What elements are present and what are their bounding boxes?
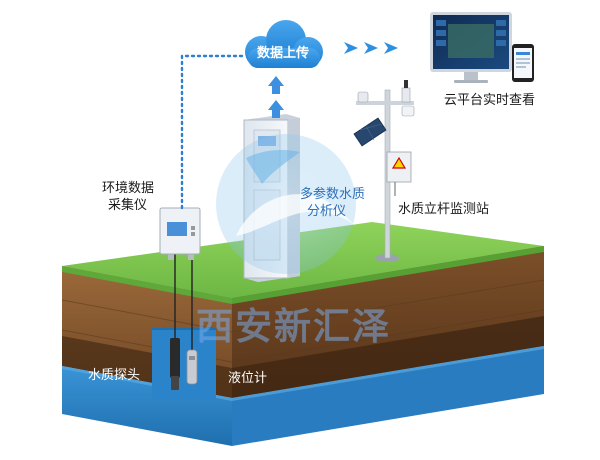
brand-watermark-text: 西安新汇泽 bbox=[196, 305, 391, 348]
grass-rim-front bbox=[62, 266, 232, 304]
to-platform-arrows bbox=[344, 42, 398, 54]
level-gauge-icon bbox=[186, 252, 198, 385]
water-probe-icon bbox=[170, 252, 180, 390]
water-side bbox=[232, 346, 544, 446]
label-level-gauge: 液位计 bbox=[228, 371, 268, 386]
label-multi-param-1: 多参数水质 bbox=[300, 187, 366, 202]
label-env-collector-1: 环境数据 bbox=[102, 181, 155, 196]
warning-triangle-icon bbox=[391, 156, 407, 169]
label-data-upload: 数据上传 bbox=[256, 46, 309, 61]
brand-logo-watermark bbox=[216, 134, 356, 274]
grass-rim-side bbox=[232, 246, 544, 304]
label-env-collector-2: 采集仪 bbox=[108, 198, 148, 213]
label-water-probe: 水质探头 bbox=[88, 368, 141, 383]
smartphone-icon bbox=[512, 44, 534, 82]
soil-dark-side bbox=[232, 316, 544, 398]
bore-well-water bbox=[152, 330, 216, 400]
desktop-monitor-icon bbox=[430, 12, 512, 83]
ground-block bbox=[61, 222, 545, 446]
upload-arrows bbox=[268, 76, 284, 118]
data-collector-box-icon bbox=[159, 207, 201, 260]
cloud-icon bbox=[245, 20, 323, 68]
label-multi-param-2: 分析仪 bbox=[307, 204, 347, 219]
water-front bbox=[62, 366, 232, 446]
solar-panel-icon bbox=[353, 117, 387, 147]
label-pole-station: 水质立杆监测站 bbox=[398, 202, 490, 217]
label-cloud-platform: 云平台实时查看 bbox=[444, 93, 536, 108]
soil-strata bbox=[61, 279, 545, 363]
dotted-link bbox=[180, 54, 246, 210]
